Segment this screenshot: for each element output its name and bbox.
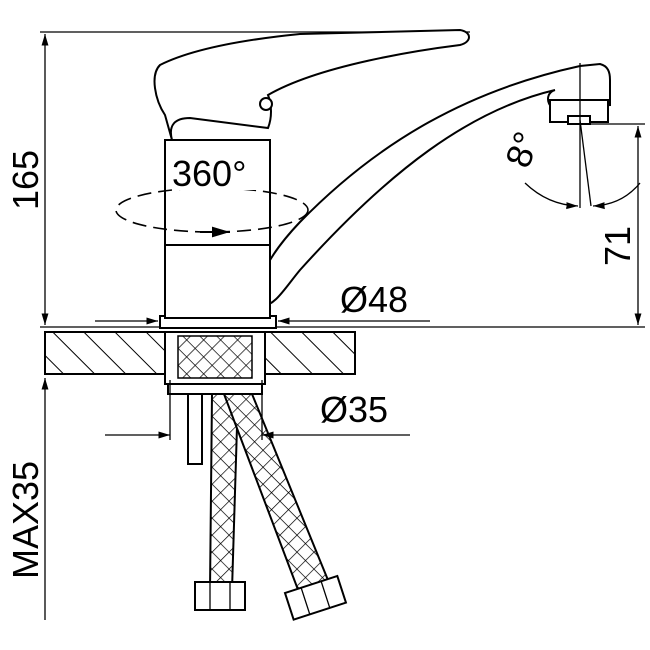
left-hose [208, 393, 240, 591]
fixing-stud [187, 393, 203, 465]
angle-arc-left [524, 182, 579, 210]
height-label: 165 [5, 150, 46, 210]
aerator-outlet [567, 115, 591, 125]
right-hose-nut [283, 574, 348, 621]
angled-flow-line [579, 119, 592, 207]
spout-height-label: 71 [597, 226, 638, 266]
spout [257, 62, 611, 308]
base-diameter-label: Ø48 [340, 279, 408, 320]
hole-diameter-label: Ø35 [320, 389, 388, 430]
max-thickness-label: MAX35 [5, 461, 46, 579]
angle-arc-right [592, 182, 641, 210]
lever-handle [153, 28, 470, 141]
mounting-nut [167, 383, 263, 395]
right-hose [222, 393, 332, 597]
left-hose-nut [194, 581, 246, 611]
handle-cap [259, 97, 273, 111]
rotation-label: 360° [172, 153, 246, 194]
angle-label: 8° [497, 126, 547, 172]
